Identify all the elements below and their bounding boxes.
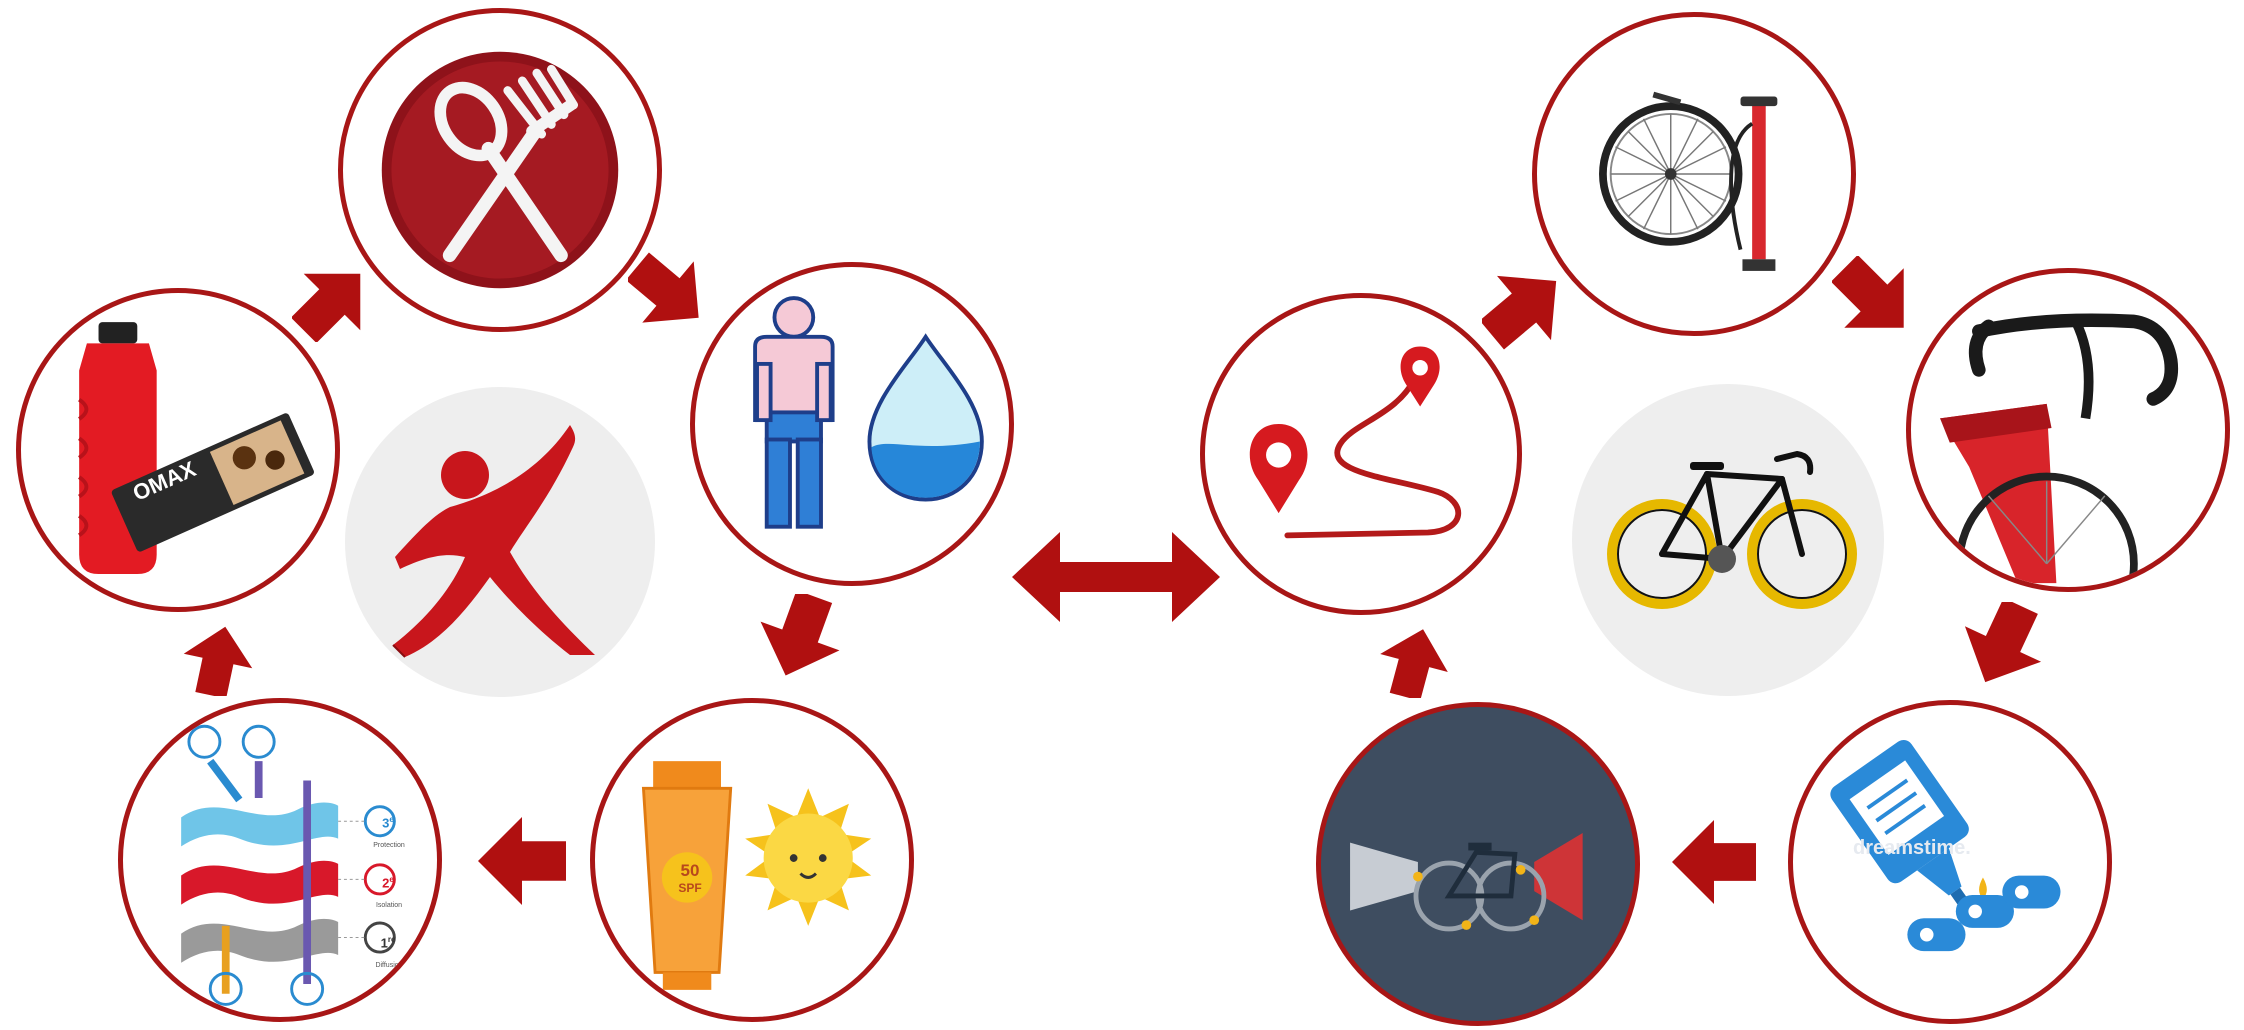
handlebar-brake-icon — [1940, 313, 2179, 587]
chain-lube-icon — [1830, 739, 2061, 952]
flow-arrow-lights-to-route — [1368, 628, 1460, 698]
layer-1-suffix: re — [387, 935, 396, 944]
layer-3-suffix: e — [389, 815, 394, 824]
cycle-node-route-map — [1200, 293, 1522, 615]
spf-badge-unit: SPF — [678, 881, 702, 895]
clothing-layers-icon — [181, 724, 396, 1006]
cycle-node-handlebar — [1906, 268, 2230, 592]
flow-arrow-lube-to-lights — [1672, 820, 1756, 904]
flow-arrow-wheel-to-handlebar — [1832, 256, 1916, 340]
cycle-node-bike-lights — [1316, 702, 1640, 1026]
cycle-node-cutlery — [338, 8, 662, 332]
sun-icon — [745, 788, 872, 926]
bike-lights-icon — [1350, 832, 1583, 932]
layer-3-caption: Protection — [373, 842, 405, 849]
arrow-icon — [478, 817, 566, 905]
flow-arrow-layers-to-bottle — [172, 626, 264, 696]
layer-2-digit: 2 — [382, 875, 390, 891]
road-bike-hub — [1572, 384, 1884, 696]
flow-arrow-cutlery-to-hydration — [628, 252, 708, 332]
running-figure-hub — [345, 387, 655, 697]
double-arrow-icon — [1012, 532, 1220, 622]
arrow-icon — [292, 273, 361, 342]
running-figure-icon — [392, 425, 595, 658]
route-map-icon — [1249, 346, 1462, 539]
flow-arrow-sunscreen-to-layers — [478, 817, 566, 905]
end-pin-icon — [1400, 346, 1440, 407]
layer-3-number: 3e — [373, 815, 403, 830]
start-pin-icon — [1249, 423, 1308, 514]
layer-2-suffix: e — [389, 875, 394, 884]
arrow-icon — [1964, 602, 2042, 683]
arrow-icon — [1672, 820, 1756, 904]
arrow-icon — [183, 626, 253, 696]
cutlery-icon — [381, 51, 619, 289]
layer-2-number: 2e — [373, 875, 403, 890]
cycle-node-clothing-layers: 3e Protection 2e Isolation 1re Diffusion — [118, 698, 442, 1022]
sunscreen-icon — [641, 761, 872, 990]
flow-arrow-handlebar-to-lube — [1958, 602, 2048, 686]
hydration-icon — [753, 296, 984, 529]
layer-1-digit: 1 — [380, 935, 388, 951]
watermark-text: dreamstime. — [1853, 837, 1971, 859]
layer-2-caption: Isolation — [375, 902, 403, 909]
arrow-icon — [1482, 275, 1557, 350]
layer-1-number: 1re — [373, 935, 403, 950]
cycle-node-hydration — [690, 262, 1014, 586]
cycle-node-bottle-bar: OMAX — [16, 288, 340, 612]
flow-arrow-route-to-wheel — [1482, 266, 1566, 350]
road-bike-icon — [1607, 450, 1857, 609]
cycle-node-wheel-pump — [1532, 12, 1856, 336]
layer-1-caption: Diffusion — [375, 962, 403, 969]
flow-arrow-bottle-to-cutlery — [292, 262, 372, 342]
layer-3-digit: 3 — [382, 815, 390, 831]
arrow-icon — [760, 594, 840, 676]
spf-badge-number: 50 — [680, 861, 700, 880]
water-bottle-energy-bar-icon — [78, 322, 314, 575]
cycle-node-sunscreen: 50 SPF — [590, 698, 914, 1022]
arrow-icon — [628, 252, 699, 323]
wheel-and-pump-icon — [1599, 91, 1778, 271]
arrow-icon — [1380, 629, 1448, 698]
flow-arrow-hydration-to-sunscreen — [758, 594, 842, 678]
connector-double-arrow — [1012, 532, 1220, 622]
cycle-node-chain-lube: dreamstime. — [1788, 700, 2112, 1024]
arrow-icon — [1832, 256, 1904, 328]
